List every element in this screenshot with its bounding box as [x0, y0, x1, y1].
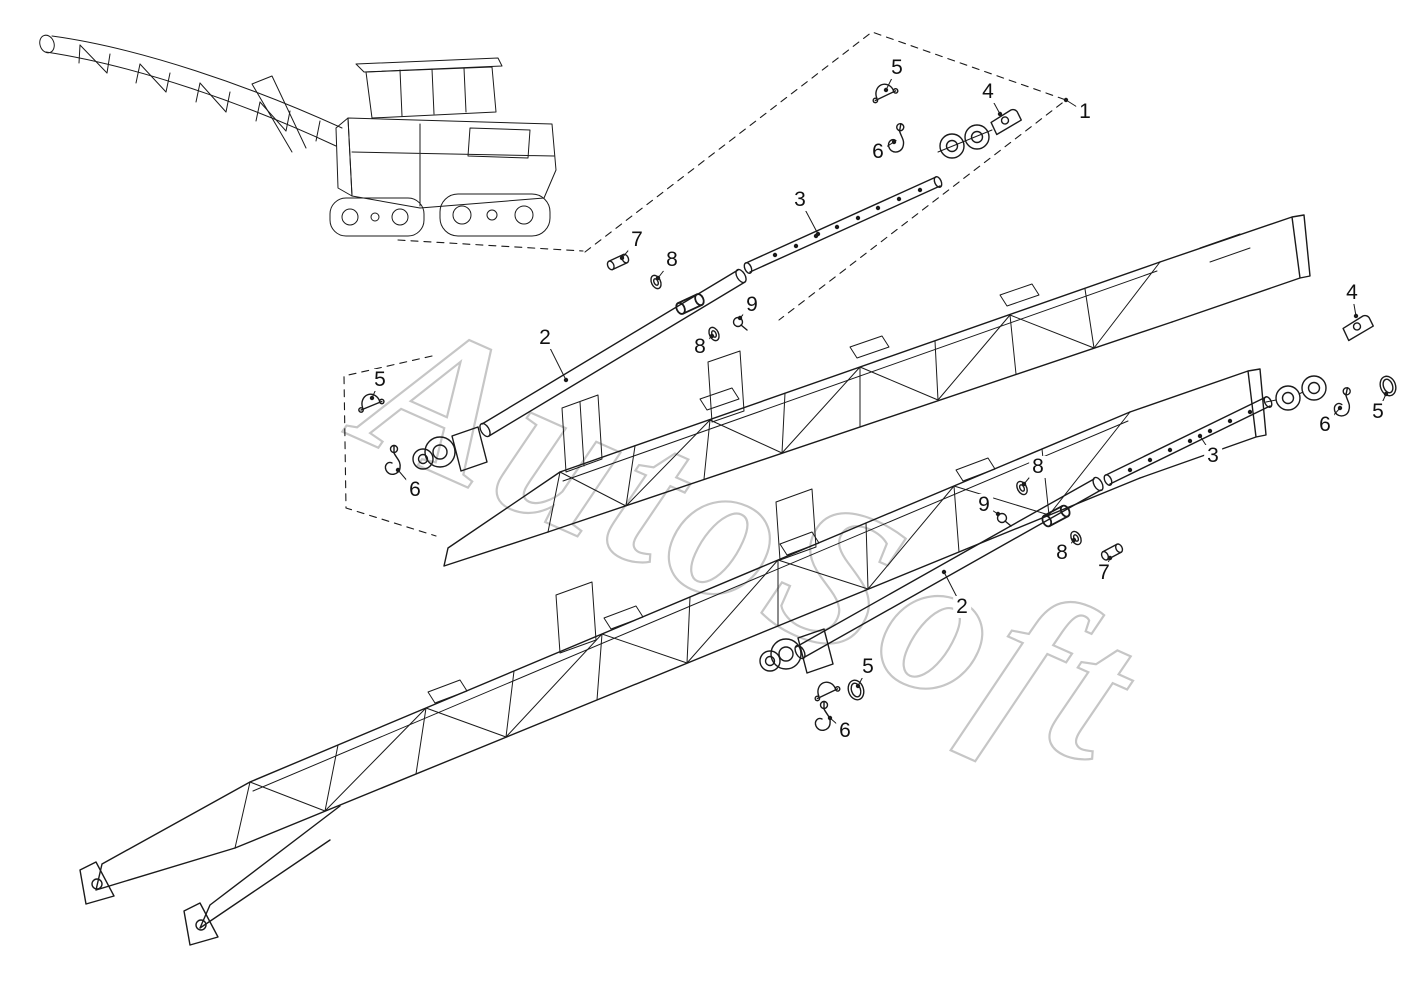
callout-5: 5 — [1369, 400, 1387, 424]
callout-2: 2 — [536, 326, 554, 350]
part-pivot-mount-left — [412, 426, 488, 472]
part-pivot-mount-right — [759, 628, 834, 674]
callout-5: 5 — [888, 56, 906, 80]
callout-8: 8 — [1029, 455, 1047, 479]
part-hook-top — [886, 121, 908, 154]
callout-dot-7 — [1107, 555, 1113, 561]
part-washer-8-top — [648, 273, 664, 291]
callout-dot-8 — [709, 333, 715, 339]
part-hook-bottom — [814, 700, 831, 732]
callout-dot-2 — [563, 377, 569, 383]
callout-dot-8 — [1071, 537, 1077, 543]
callout-dot-5 — [883, 87, 889, 93]
callout-dot-6 — [1337, 405, 1343, 411]
callout-dot-3 — [815, 231, 821, 237]
truss-front — [79, 368, 1327, 946]
callout-3: 3 — [791, 188, 809, 212]
part-rod-right — [1103, 396, 1273, 486]
callout-dot-5 — [1383, 391, 1389, 397]
part-bracket-top — [988, 107, 1024, 136]
callout-6: 6 — [1316, 413, 1334, 437]
callout-9: 9 — [975, 493, 993, 517]
callout-6: 6 — [869, 140, 887, 164]
callout-6: 6 — [406, 478, 424, 502]
callout-dot-5 — [369, 395, 375, 401]
part-washer-8b-top — [706, 325, 722, 343]
callout-dot-9 — [737, 315, 743, 321]
dashed-group-lines — [343, 31, 1067, 537]
part-tube-lower — [794, 476, 1104, 660]
callout-1: 1 — [1076, 100, 1094, 124]
callout-dot-4 — [997, 111, 1003, 117]
callout-dot-3 — [1197, 433, 1203, 439]
part-bracket-right — [1340, 313, 1376, 342]
callout-7: 7 — [1095, 561, 1113, 585]
part-washer-8-right — [1014, 479, 1030, 497]
callout-dot-5 — [855, 683, 861, 689]
callout-8: 8 — [663, 248, 681, 272]
callout-7: 7 — [628, 228, 646, 252]
part-roller-pair-top — [937, 124, 993, 159]
callout-dot-1 — [1063, 97, 1069, 103]
callout-5: 5 — [859, 655, 877, 679]
callout-dot-7 — [619, 255, 625, 261]
callout-4: 4 — [979, 80, 997, 104]
callout-dot-4 — [1353, 313, 1359, 319]
callout-dot-8 — [655, 275, 661, 281]
callout-dot-6 — [827, 715, 833, 721]
callout-6: 6 — [836, 719, 854, 743]
truss-rear — [443, 214, 1311, 567]
callout-dot-6 — [395, 467, 401, 473]
callout-dot-9 — [995, 511, 1001, 517]
part-shackle-top — [869, 80, 901, 104]
part-sleeve-top — [673, 291, 707, 317]
callout-dot-6 — [891, 139, 897, 145]
watermark-text: AutoSoft — [324, 265, 1172, 809]
callout-dot-8 — [1021, 481, 1027, 487]
callout-dot-2 — [941, 569, 947, 575]
callout-3: 3 — [1204, 444, 1222, 468]
part-pin-7-top — [605, 252, 631, 272]
machine-thumbnail — [39, 34, 557, 237]
callout-5: 5 — [371, 368, 389, 392]
part-rod-top — [743, 176, 943, 274]
callout-4: 4 — [1343, 281, 1361, 305]
callout-2: 2 — [953, 595, 971, 619]
callout-9: 9 — [743, 293, 761, 317]
callout-8: 8 — [691, 335, 709, 359]
callout-8: 8 — [1053, 541, 1071, 565]
